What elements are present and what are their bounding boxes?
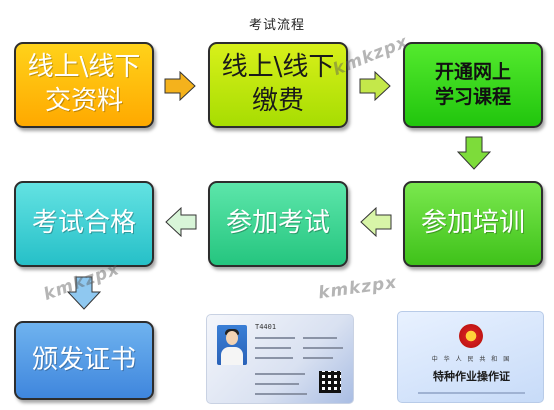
step-pay-fees: 线上\线下 缴费 [208, 42, 348, 128]
qr-code-icon [319, 371, 341, 393]
certificate-title: 特种作业操作证 [433, 370, 510, 383]
arrow-right-icon [164, 71, 196, 101]
national-emblem-icon [459, 324, 483, 348]
certificate-image: 中 华 人 民 共 和 国 特种作业操作证 [397, 311, 544, 403]
id-card-number: T4401 [255, 323, 277, 331]
arrow-down-icon [67, 276, 101, 310]
id-photo [217, 325, 247, 365]
step-label: 线上\线下 缴费 [221, 52, 335, 116]
arrow-left-icon [360, 207, 392, 237]
step-attend-training: 参加培训 [403, 181, 543, 267]
step-label: 考试合格 [31, 208, 136, 239]
step-label: 开通网上 学习课程 [434, 61, 511, 108]
step-take-exam: 参加考试 [208, 181, 348, 267]
arrow-down-icon [457, 136, 491, 170]
step-open-online-course: 开通网上 学习课程 [403, 42, 543, 128]
id-card-image: T4401 [206, 314, 354, 404]
step-label: 线上\线下 交资料 [27, 52, 141, 116]
page-title: 考试流程 [248, 18, 305, 33]
step-label: 颁发证书 [31, 344, 136, 375]
arrow-right-icon [359, 71, 391, 101]
step-pass-exam: 考试合格 [14, 181, 154, 267]
watermark: kmkzpx [316, 272, 399, 304]
step-label: 参加考试 [225, 208, 330, 239]
step-submit-documents: 线上\线下 交资料 [14, 42, 154, 128]
step-label: 参加培训 [420, 208, 525, 239]
certificate-country: 中 华 人 民 共 和 国 [431, 356, 512, 363]
step-issue-certificate: 颁发证书 [14, 321, 154, 400]
arrow-left-icon [165, 207, 197, 237]
